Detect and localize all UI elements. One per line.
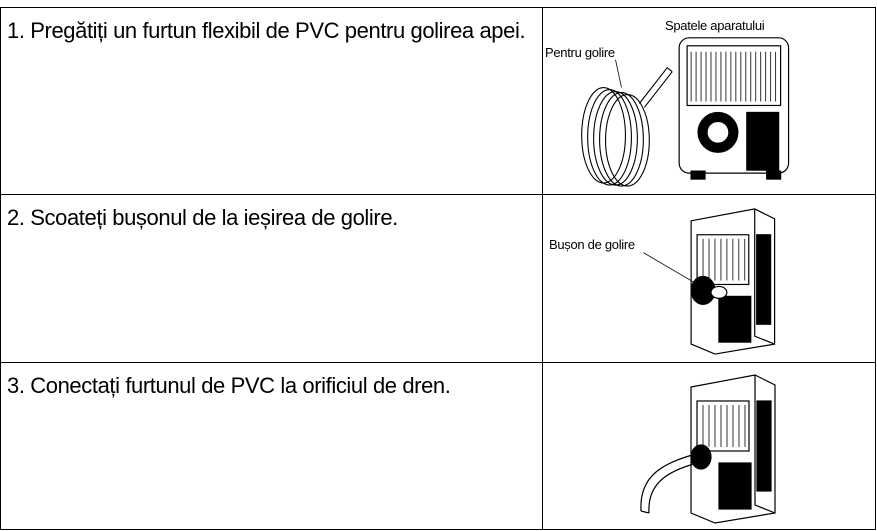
coiled-hose-icon <box>581 67 673 187</box>
table-border-left <box>0 8 1 529</box>
step-1-figure: Spatele aparatului Pentru golire <box>543 8 875 194</box>
unit-side-icon <box>690 208 776 355</box>
table-row-step-2: 2. Scoateți bușonul de la ieșirea de gol… <box>0 195 876 363</box>
table-row-step-1: 1. Pregătiți un furtun flexibil de PVC p… <box>0 8 876 195</box>
step-2-text: 2. Scoateți bușonul de la ieșirea de gol… <box>7 205 398 230</box>
step-3-text: 3. Conectați furtunul de PVC la orificiu… <box>7 373 451 398</box>
instructions-table: 1. Pregătiți un furtun flexibil de PVC p… <box>0 7 876 530</box>
hose-label: Pentru golire <box>545 45 615 60</box>
step-2-figure: Bușon de golire <box>543 195 875 362</box>
step-1-text: 1. Pregătiți un furtun flexibil de PVC p… <box>7 18 526 43</box>
step-3-figure <box>543 363 875 529</box>
drain-plug-illustration <box>643 208 776 355</box>
hose-connection-illustration <box>640 374 776 524</box>
drain-plug-label: Bușon de golire <box>549 237 635 252</box>
table-divider <box>542 8 543 529</box>
unit-back-icon <box>678 37 790 180</box>
table-border-right <box>875 8 876 529</box>
table-row-step-3: 3. Conectați furtunul de PVC la orificiu… <box>0 363 876 529</box>
hose-and-unit-back-illustration <box>581 37 790 187</box>
unit-with-hose-icon <box>640 374 776 524</box>
back-of-unit-label: Spatele aparatului <box>665 18 765 33</box>
